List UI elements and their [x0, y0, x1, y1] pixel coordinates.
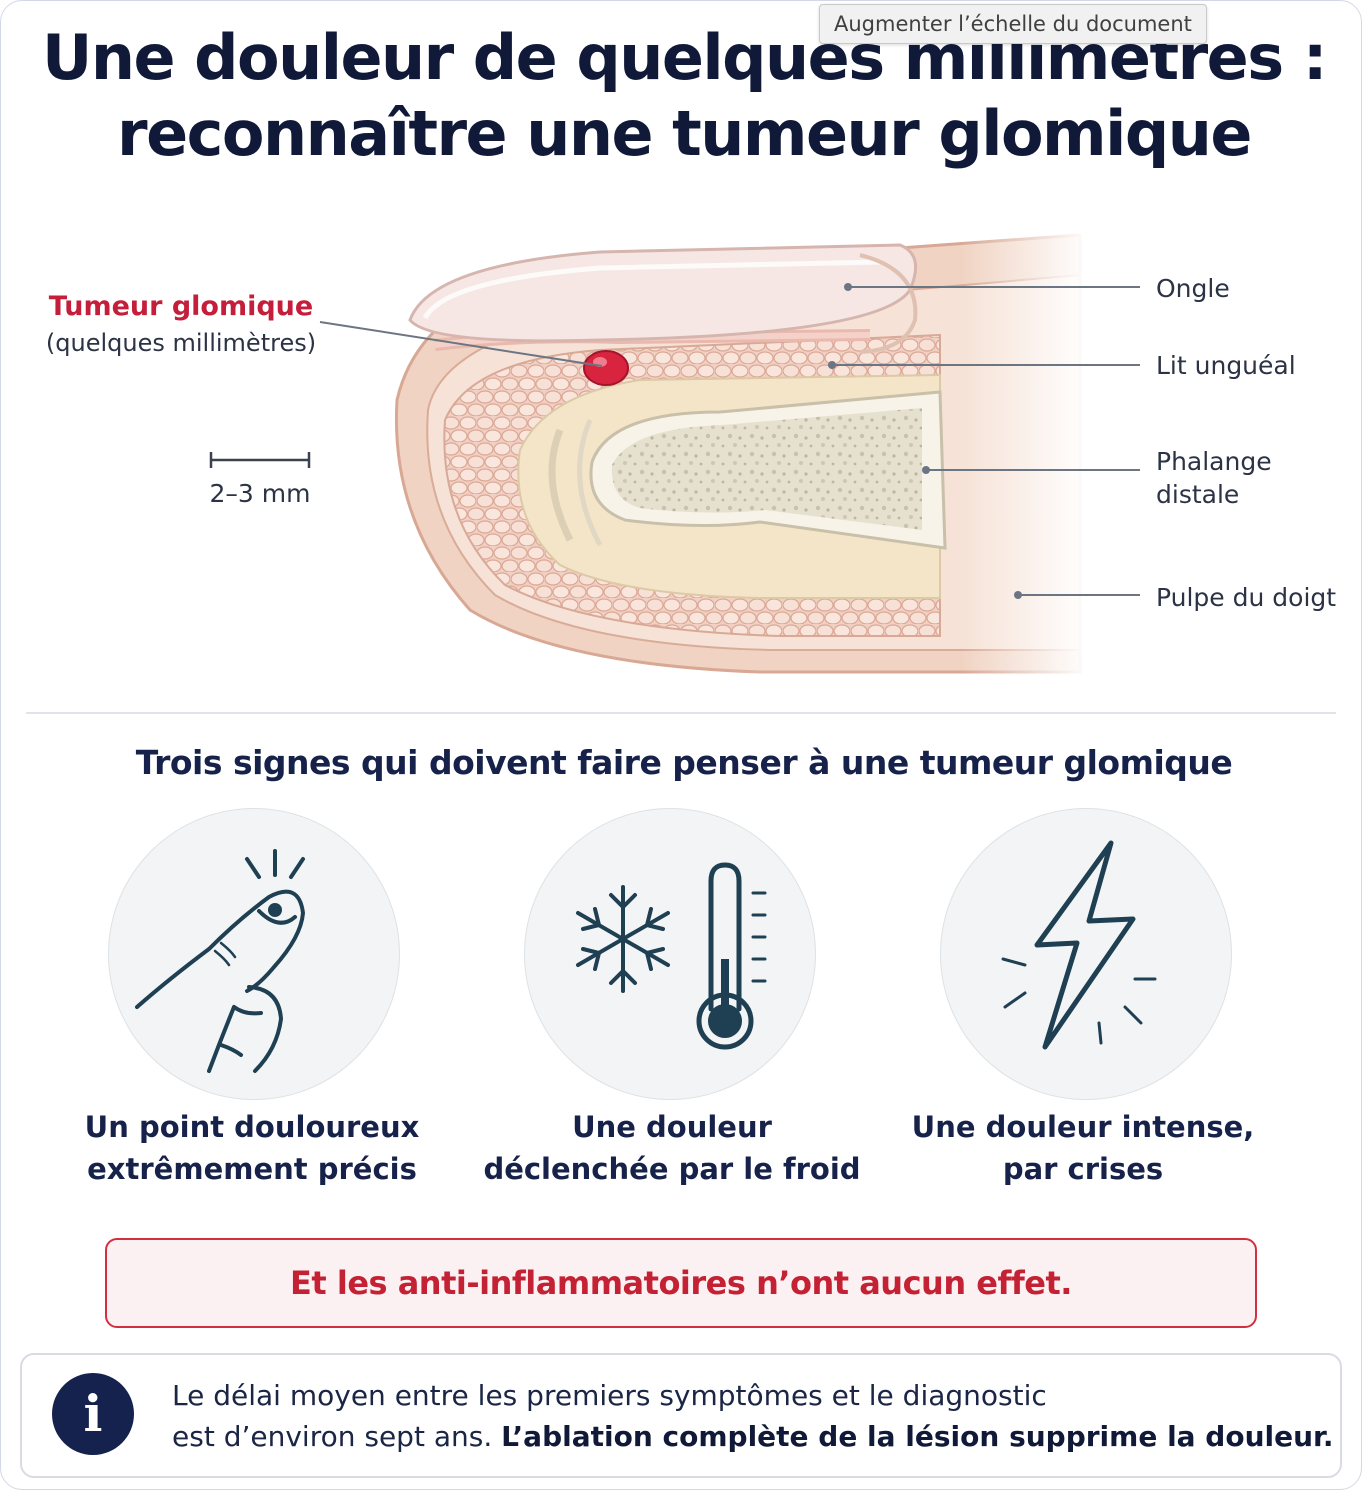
label-phalanx-line2: distale — [1156, 480, 1240, 509]
snowflake-icon — [576, 885, 670, 993]
finger-press-icon — [135, 849, 305, 1073]
sign-circle-3 — [940, 808, 1232, 1100]
sign-circle-1 — [108, 808, 400, 1100]
alert-box: Et les anti-inflammatoires n’ont aucun e… — [105, 1238, 1257, 1328]
label-nail: Ongle — [1156, 274, 1230, 303]
glomus-tumor — [583, 350, 629, 386]
section-divider — [26, 712, 1336, 714]
scale-label: 2–3 mm — [209, 479, 311, 508]
tumor-label: Tumeur glomique — [48, 291, 314, 322]
info-icon: i — [52, 1373, 134, 1455]
zoom-tooltip: Augmenter l’échelle du document — [819, 4, 1207, 44]
label-nail-bed: Lit unguéal — [1156, 351, 1296, 380]
sign-1-label: Un point douloureux extrêmement précis — [84, 1110, 420, 1186]
signs-title: Trois signes qui doivent faire penser à … — [135, 743, 1233, 782]
alert-text: Et les anti-inflammatoires n’ont aucun e… — [290, 1264, 1072, 1302]
label-phalanx-line1: Phalange — [1156, 447, 1272, 476]
snowflake-thermometer-icon — [576, 862, 767, 1050]
lightning-icon — [1001, 840, 1157, 1050]
scale-bar — [209, 452, 311, 468]
label-pulp: Pulpe du doigt — [1156, 583, 1337, 612]
info-box: i Le délai moyen entre les premiers symp… — [20, 1353, 1342, 1478]
fingertip-anatomy-diagram — [209, 230, 1140, 680]
info-text: Le délai moyen entre les premiers symptô… — [172, 1379, 1334, 1453]
tumor-sublabel: (quelques millimètres) — [45, 329, 317, 357]
sign-2-label: Une douleur déclenchée par le froid — [483, 1110, 861, 1186]
sign-circle-2 — [524, 808, 816, 1100]
sign-3-label: Une douleur intense, par crises — [911, 1110, 1255, 1186]
page-title-line2: reconnaître une tumeur glomique — [117, 97, 1252, 170]
